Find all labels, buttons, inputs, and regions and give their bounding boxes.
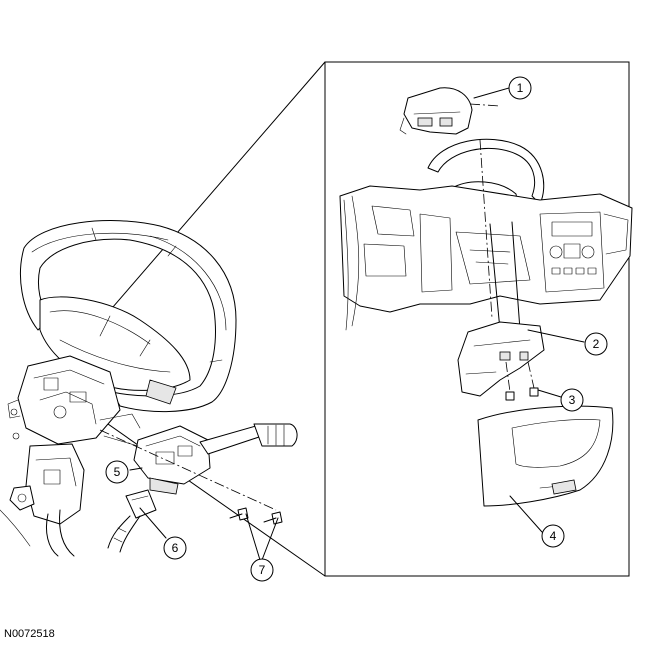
column-switch-assembly	[7, 355, 141, 445]
multifunction-switch	[103, 425, 211, 495]
lower-column-shroud	[457, 321, 545, 397]
switch-stalk	[199, 423, 298, 455]
callout-7-label: 7	[259, 563, 266, 577]
callout-4: 4	[541, 524, 565, 548]
callout-6: 6	[163, 536, 187, 560]
callout-2-label: 2	[593, 337, 600, 351]
callout-1-label: 1	[517, 81, 524, 95]
shroud-screws	[505, 361, 539, 401]
upper-column-shroud	[399, 87, 473, 135]
electrical-connector	[107, 489, 157, 553]
callout-leaders	[129, 87, 585, 561]
retaining-screws	[229, 507, 283, 525]
callout-3-label: 3	[569, 393, 576, 407]
figure-id: N0072518	[4, 628, 55, 640]
callout-3: 3	[560, 388, 584, 412]
callout-7: 7	[250, 558, 274, 582]
callout-5-label: 5	[114, 465, 121, 479]
callout-6-label: 6	[172, 541, 179, 555]
lower-column-body	[0, 443, 85, 557]
column-opening-cover	[477, 405, 614, 507]
instrument-panel	[339, 185, 633, 331]
inset-column-shaft	[479, 139, 521, 331]
callout-2: 2	[584, 332, 608, 356]
callout-4-label: 4	[550, 529, 557, 543]
shroud-alignment-line	[469, 103, 501, 107]
callout-1: 1	[508, 76, 532, 100]
detail-inset-frame	[324, 61, 630, 577]
callout-5: 5	[105, 460, 129, 484]
column-centerline	[99, 429, 277, 511]
